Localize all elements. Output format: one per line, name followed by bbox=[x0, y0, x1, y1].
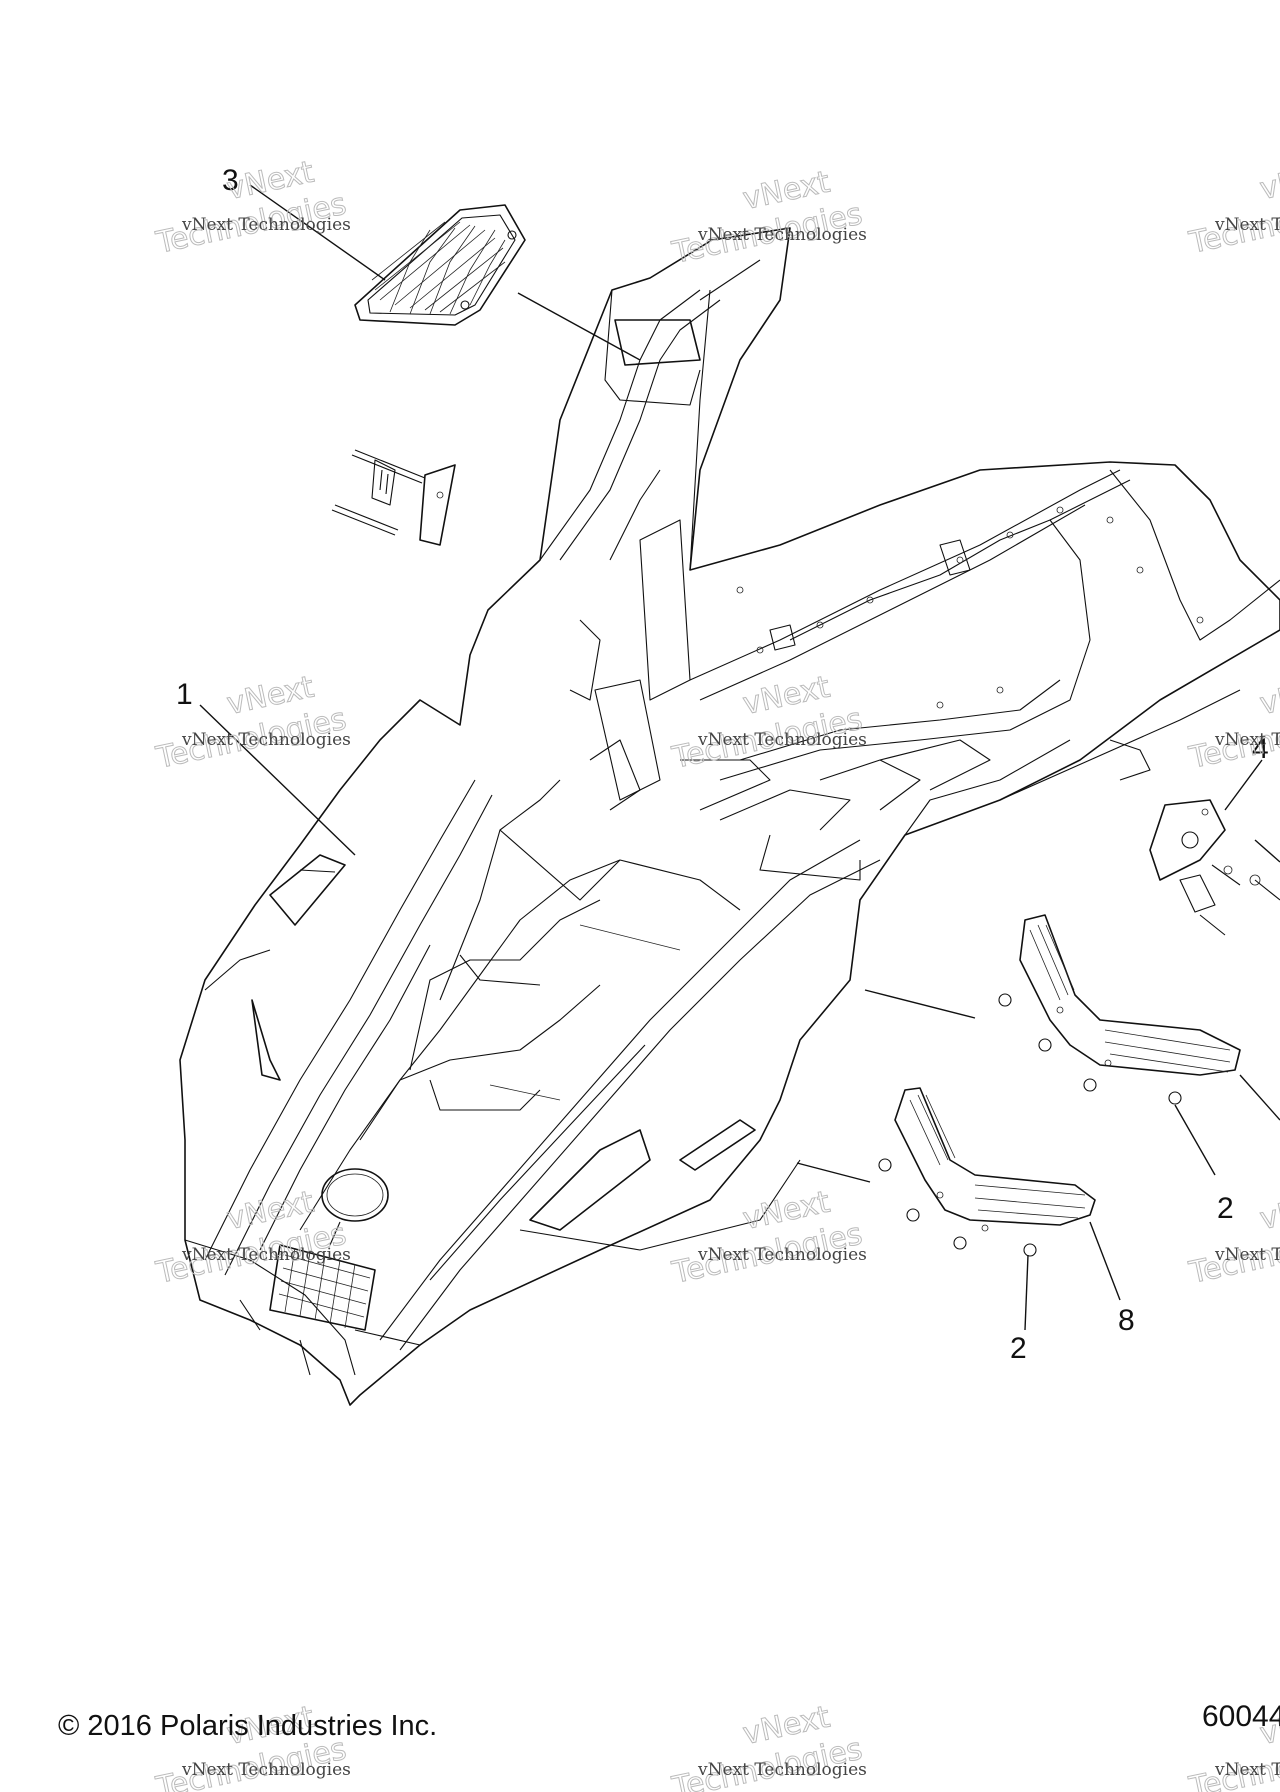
watermark-small-text: vNext Technologies bbox=[181, 1760, 351, 1780]
watermark-small-text: vNext Technologies bbox=[697, 1760, 867, 1780]
watermark-small-text: vNext Technologies bbox=[697, 225, 867, 245]
callout-4: 4 bbox=[1252, 732, 1269, 765]
honeycomb-mesh bbox=[371, 221, 506, 315]
leader-lines bbox=[199, 184, 1280, 1331]
side-vent-upper bbox=[998, 914, 1241, 1105]
diagram-number: 60044 bbox=[1202, 1700, 1280, 1733]
watermark-small-text: vNext Technologies bbox=[697, 1245, 867, 1265]
watermark-small-text: vNext Technologies bbox=[1214, 1760, 1280, 1780]
callout-8: 8 bbox=[1118, 1304, 1135, 1337]
watermark-small-text: vNext Technologies bbox=[181, 730, 351, 750]
watermark-small-text: vNext Technologies bbox=[1214, 215, 1280, 235]
mounting-hardware bbox=[331, 449, 456, 546]
bracket-part-4 bbox=[1149, 799, 1280, 936]
copyright-text: © 2016 Polaris Industries Inc. bbox=[58, 1710, 438, 1742]
hood-body bbox=[179, 227, 1280, 1406]
callout-3: 3 bbox=[222, 164, 239, 197]
watermark-small-text: vNext Technologies bbox=[1214, 730, 1280, 750]
front-grille-mesh bbox=[278, 1247, 371, 1329]
callout-2-upper: 2 bbox=[1217, 1192, 1234, 1225]
side-vent-lower bbox=[878, 1087, 1096, 1257]
watermark-small-text: vNext Technologies bbox=[181, 215, 351, 235]
callout-labels: 3 1 4 2 2 8 bbox=[176, 164, 1269, 1365]
watermark-small-text: vNext Technologies bbox=[697, 730, 867, 750]
rivet-holes bbox=[736, 506, 1204, 709]
grille-part-3 bbox=[354, 204, 526, 326]
watermark-big-line-1: vNext bbox=[1257, 1185, 1280, 1238]
watermark-small-text: vNext Technologies bbox=[181, 1245, 351, 1265]
callout-1: 1 bbox=[176, 678, 193, 711]
watermark-big-line-1: vNext bbox=[1257, 155, 1280, 208]
callout-2-lower: 2 bbox=[1010, 1332, 1027, 1365]
watermark-big-line-1: vNext bbox=[1257, 670, 1280, 723]
watermark-small-text: vNext Technologies bbox=[1214, 1245, 1280, 1265]
